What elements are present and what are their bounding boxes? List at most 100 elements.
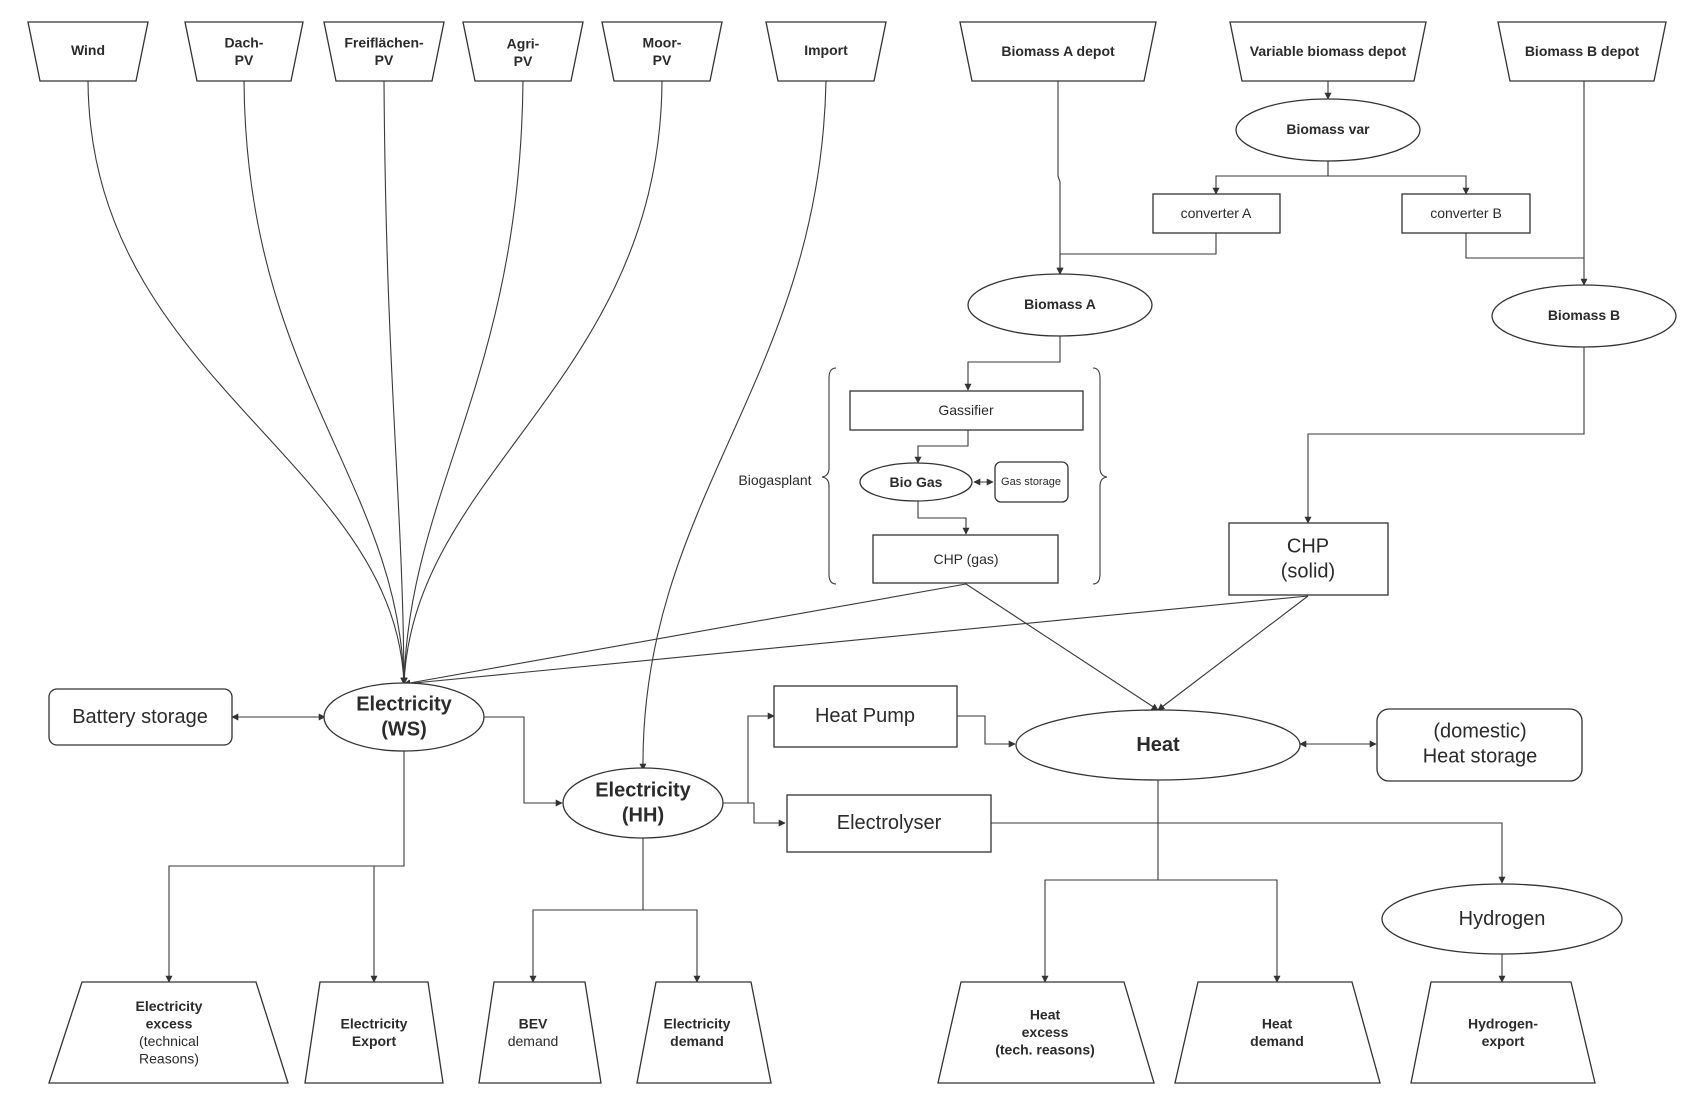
label-line: Electricity [356, 694, 452, 716]
node-electricity-hh[interactable]: Electricity (HH) [562, 767, 724, 839]
node-gassifier[interactable]: Gassifier [849, 390, 1084, 431]
source-dach-pv[interactable]: Dach- PV [184, 21, 304, 82]
edge-chp-gas-to-electricity-ws [403, 583, 967, 687]
svg-text:Gassifier: Gassifier [938, 402, 994, 418]
label-line: Biomass B depot [1525, 43, 1640, 59]
label-line: Freiflächen- [344, 34, 424, 50]
svg-text:Freiflächen-PV: Freiflächen- PV [344, 34, 424, 68]
edges [87, 80, 1588, 983]
label-line: export [1482, 1033, 1525, 1049]
label-line: PV [235, 52, 254, 68]
edge-biomass-b-to-chp-solid [1304, 346, 1585, 524]
source-wind[interactable]: Wind [27, 21, 149, 82]
label-line: demand [508, 1033, 559, 1049]
label-line: excess [1022, 1024, 1069, 1040]
svg-text:Heat Pump: Heat Pump [815, 705, 915, 727]
node-biomass-a[interactable]: Biomass A [967, 273, 1153, 337]
node-biomass-var[interactable]: Biomass var [1235, 98, 1421, 162]
svg-text:Battery storage: Battery storage [72, 706, 208, 728]
node-battery-storage[interactable]: Battery storage [48, 688, 233, 746]
sources: Wind Dach-PV Freiflächen-PV Agri-PV Moor… [27, 21, 1667, 82]
svg-text:Biomass B depot: Biomass B depot [1525, 43, 1640, 59]
label-line: Battery storage [72, 706, 208, 728]
svg-text:Biomass A: Biomass A [1024, 296, 1096, 312]
node-heat[interactable]: Heat [1015, 709, 1301, 781]
label-line: excess [146, 1015, 193, 1031]
sink-heat-demand[interactable]: Heat demand [1174, 981, 1381, 1084]
nodes: Biomass var converter A converter B Biom… [48, 98, 1677, 955]
node-hydrogen[interactable]: Hydrogen [1381, 883, 1623, 955]
edge-heat-pump-to-heat [957, 715, 1016, 748]
node-electricity-ws[interactable]: Electricity (WS) [323, 682, 485, 752]
label-line: (WS) [381, 719, 427, 741]
node-heat-pump[interactable]: Heat Pump [773, 685, 958, 748]
label-line: PV [653, 52, 672, 68]
edge-import-to-electricity-hh [639, 80, 827, 771]
edge-electricity-ws-to-electricity-export [370, 865, 404, 983]
label-line: Electricity [595, 780, 691, 802]
svg-text:Electricity(HH): Electricity (HH) [595, 780, 691, 827]
label-line: Bio Gas [890, 474, 943, 490]
node-gas-storage[interactable]: Gas storage [994, 461, 1069, 503]
label-line: Biomass A [1024, 296, 1096, 312]
source-freiflaechen-pv[interactable]: Freiflächen- PV [323, 21, 445, 82]
edge-gassifier-to-bio-gas [914, 430, 969, 464]
label-line: Dach- [225, 34, 264, 50]
node-biomass-b[interactable]: Biomass B [1491, 284, 1677, 348]
sink-hydrogen-export[interactable]: Hydrogen-export [1410, 981, 1596, 1084]
label-line: Heat [1262, 1015, 1293, 1031]
node-chp-gas[interactable]: CHP (gas) [872, 534, 1059, 584]
label-line: Hydrogen- [1468, 1015, 1538, 1031]
edge-converter-b-to-biomass-b [1465, 233, 1584, 259]
edge-bio-gas-to-chp-gas [917, 501, 970, 535]
node-converter-b[interactable]: converter B [1401, 193, 1531, 234]
svg-text:Electricity(WS): Electricity (WS) [356, 694, 452, 741]
svg-text:Dach-PV: Dach- PV [225, 34, 264, 68]
edge-electricity-ws-to-electricity-hh [484, 716, 563, 807]
svg-text:Hydrogen: Hydrogen [1459, 908, 1546, 930]
source-biomass-b-depot[interactable]: Biomass B depot [1497, 21, 1667, 82]
label-line: PV [375, 52, 394, 68]
source-moor-pv[interactable]: Moor- PV [601, 21, 723, 82]
label-line: converter B [1430, 205, 1502, 221]
edge-electrolyser-to-hydrogen [990, 822, 1506, 884]
label-line: Moor- [643, 34, 682, 50]
node-converter-a[interactable]: converter A [1152, 193, 1281, 234]
node-electrolyser[interactable]: Electrolyser [786, 794, 992, 853]
edge-biomass-var-to-converter-a [1212, 161, 1329, 195]
edge-biomass-a-depot-to-biomass-a [1056, 81, 1064, 275]
edge-chp-solid-to-heat [1157, 595, 1309, 711]
node-chp-solid[interactable]: CHP(solid) [1228, 522, 1389, 596]
source-biomass-a-depot[interactable]: Biomass A depot [959, 21, 1157, 82]
source-import[interactable]: Import [765, 21, 887, 82]
label-line: Agri- [507, 35, 540, 51]
edge-biomass-var-to-converter-b [1327, 161, 1470, 195]
svg-text:(domestic)Heat storage: (domestic)Heat storage [1423, 721, 1538, 768]
label-line: converter A [1181, 205, 1252, 221]
svg-text:Gas storage: Gas storage [1001, 476, 1061, 488]
edge-electricity-ws-to-electricity-excess [165, 751, 405, 983]
label-line: demand [1250, 1033, 1304, 1049]
edge-chp-solid-to-electricity-ws [403, 595, 1309, 687]
edge-electricity-hh-to-heat-pump [720, 712, 775, 804]
edge-electricity-hh-to-bev-demand [529, 838, 644, 983]
svg-text:Agri-PV: Agri-PV [507, 35, 540, 69]
source-agri-pv[interactable]: Agri-PV [462, 21, 584, 82]
node-bio-gas[interactable]: Bio Gas [859, 462, 973, 502]
label-line: (HH) [622, 805, 664, 827]
source-variable-biomass-depot[interactable]: Variable biomass depot [1229, 21, 1427, 82]
label-line: Heat storage [1423, 746, 1538, 768]
biogasplant-right-brace [1092, 367, 1108, 585]
biogasplant-group: Biogasplant [738, 367, 1108, 585]
node-heat-storage[interactable]: (domestic)Heat storage [1376, 708, 1583, 782]
